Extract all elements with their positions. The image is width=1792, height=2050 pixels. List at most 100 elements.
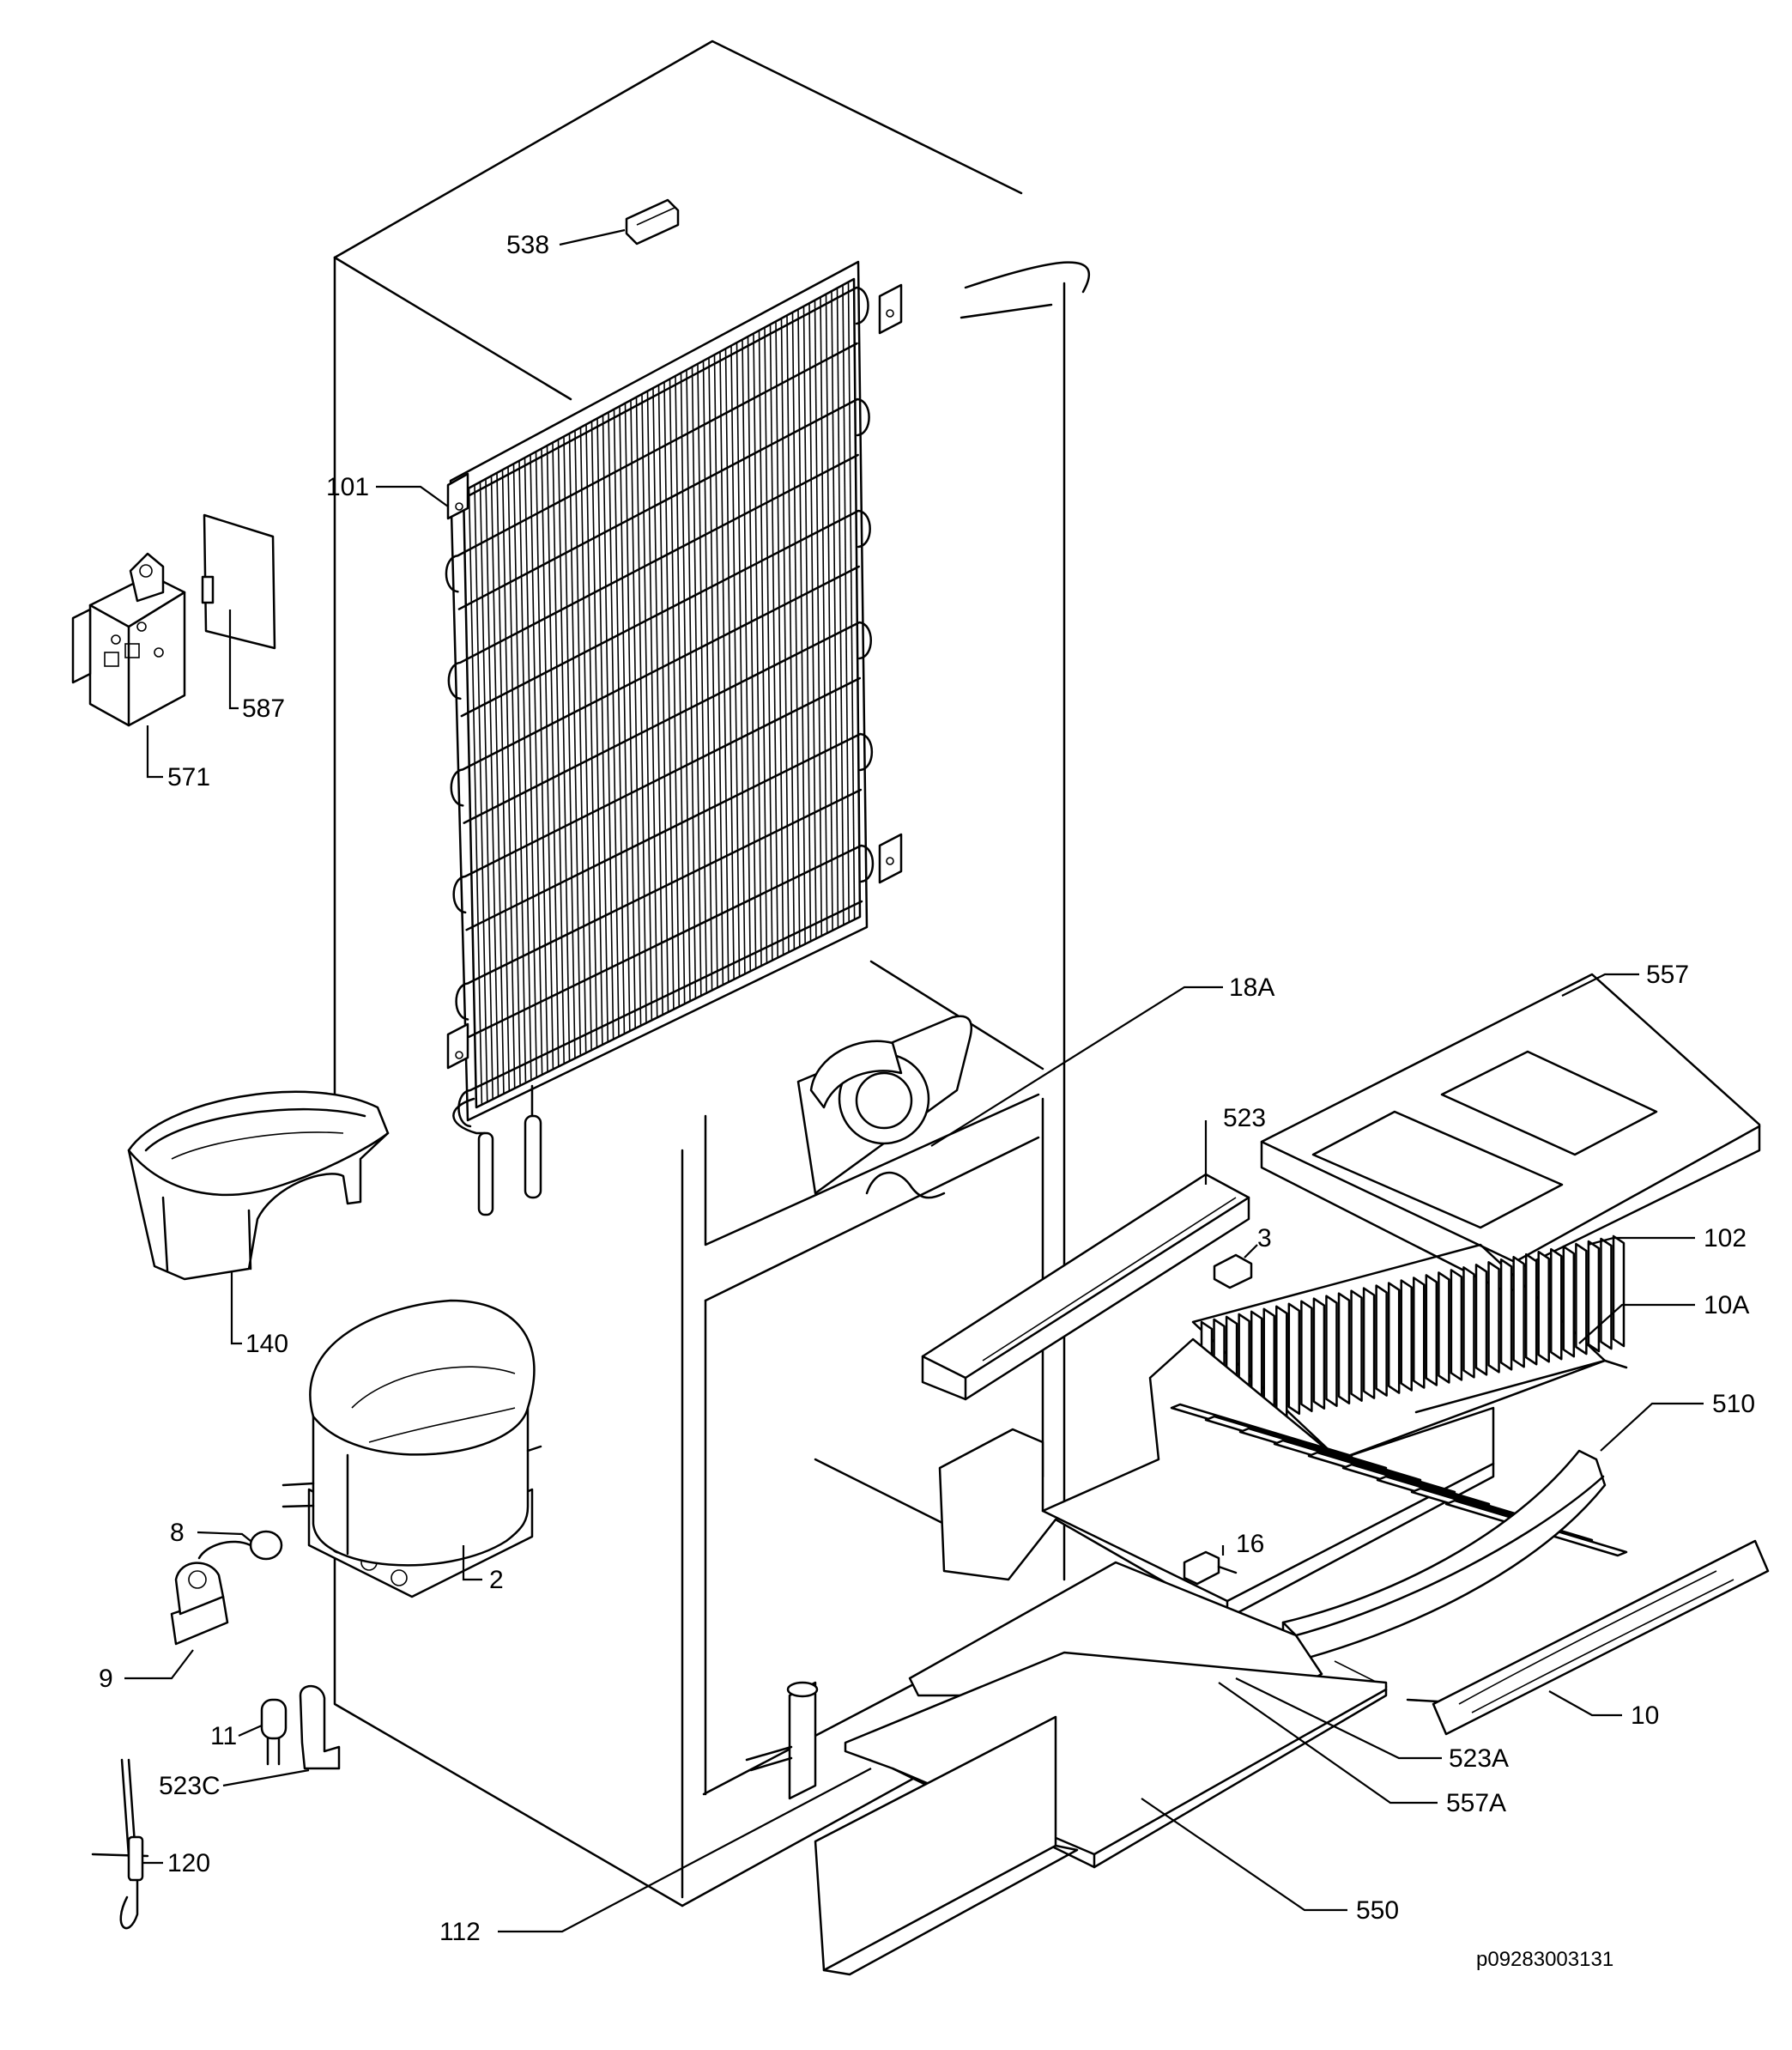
- condenser-loop: [460, 509, 871, 718]
- condenser-wire: [546, 446, 560, 1067]
- condenser-wire: [820, 297, 828, 934]
- evaporator-fin: [1550, 1247, 1563, 1361]
- evaporator-fin: [1337, 1292, 1351, 1404]
- evaporator-fin: [1499, 1259, 1513, 1371]
- condenser-wire: [691, 367, 702, 996]
- label-523: 523: [1223, 1104, 1266, 1132]
- condenser-wire: [652, 388, 663, 1016]
- condenser-loop: [463, 621, 872, 824]
- condenser-wire: [791, 312, 801, 947]
- label-523A: 523A: [1449, 1744, 1509, 1773]
- condenser-wire: [630, 400, 642, 1026]
- diagram-reference-code: p09283003131: [1476, 1948, 1613, 1971]
- wiring-card-587: [201, 513, 276, 650]
- condenser-wire: [596, 418, 609, 1042]
- condenser-wire: [512, 464, 527, 1083]
- condenser-wire: [485, 478, 499, 1097]
- label-16: 16: [1236, 1530, 1264, 1558]
- evaporator-fin: [1438, 1271, 1450, 1384]
- condenser-wire: [585, 424, 598, 1048]
- evaporator-fin: [1587, 1240, 1601, 1353]
- condenser-wire: [808, 303, 817, 939]
- sensor-16: [1183, 1550, 1238, 1586]
- condenser-wire: [708, 357, 718, 988]
- condenser-wire: [769, 324, 779, 958]
- condenser-wire: [736, 343, 746, 974]
- condenser-loop: [457, 397, 870, 610]
- condenser-wire: [574, 430, 587, 1053]
- condenser-loop: [450, 565, 860, 807]
- condenser-wire: [758, 330, 768, 963]
- condenser-wire: [507, 466, 521, 1086]
- condenser-wire: [836, 288, 845, 925]
- compressor-2: [282, 1299, 542, 1598]
- evaporator-fin: [1512, 1255, 1525, 1368]
- condenser-loop: [447, 453, 859, 701]
- heater-plate-10: [1406, 1539, 1770, 1736]
- label-10A: 10A: [1704, 1291, 1749, 1319]
- label-10: 10: [1631, 1701, 1659, 1730]
- label-557: 557: [1646, 961, 1689, 989]
- label-571: 571: [167, 763, 210, 791]
- drain-tube-112: [745, 1681, 819, 1800]
- label-120: 120: [167, 1849, 210, 1877]
- condenser-loop: [465, 732, 873, 931]
- label-9: 9: [99, 1665, 113, 1693]
- condenser-wire: [501, 470, 516, 1089]
- evaporator-fin: [1413, 1277, 1426, 1389]
- base-tray: [938, 1337, 1628, 1620]
- condenser-wire: [680, 373, 691, 1002]
- condenser-wire: [624, 403, 636, 1029]
- condenser-wire: [608, 412, 620, 1037]
- condenser-wire: [635, 397, 647, 1023]
- condenser-wire: [541, 448, 554, 1070]
- condenser-wire: [557, 439, 571, 1062]
- label-101: 101: [326, 473, 369, 501]
- label-102: 102: [1704, 1224, 1747, 1252]
- callout-labels: 538 101 587 571 140 8 2 9 11 523C 120 11…: [99, 231, 1755, 1946]
- condenser-wire: [730, 345, 741, 977]
- condenser-wire: [496, 472, 511, 1091]
- cabinet-outline: [333, 39, 1091, 1907]
- small-part-3: [1213, 1253, 1253, 1289]
- condenser-wire: [747, 337, 757, 969]
- bracket-523C: [299, 1684, 341, 1770]
- condenser-wire: [641, 394, 653, 1021]
- condenser-wire: [742, 339, 752, 972]
- leader-lines: [124, 228, 1704, 1933]
- evaporator-fin: [1387, 1282, 1401, 1394]
- condenser-wire: [814, 300, 823, 937]
- trim-bar-510: [1281, 1449, 1607, 1663]
- condenser-wire: [552, 442, 565, 1064]
- capacitor-11: [260, 1698, 288, 1766]
- evaporator-fin: [1275, 1305, 1288, 1418]
- heater-10A: [1414, 1359, 1628, 1414]
- condenser-wire: [663, 381, 675, 1010]
- condenser-wire: [842, 285, 851, 923]
- condenser-wire: [724, 349, 735, 980]
- condenser-wire: [479, 482, 493, 1100]
- condenser-wire: [719, 351, 730, 983]
- label-112: 112: [439, 1918, 481, 1946]
- label-11: 11: [210, 1722, 237, 1750]
- evaporator-fin: [1524, 1252, 1538, 1366]
- evaporator-fin: [1325, 1295, 1338, 1407]
- evaporator-fin: [1600, 1237, 1613, 1350]
- condenser-wire: [675, 375, 686, 1004]
- start-relay-9: [170, 1562, 229, 1646]
- clip-part-538: [625, 198, 680, 246]
- evaporator-fin: [1287, 1302, 1301, 1416]
- condenser-coil: [445, 260, 903, 1216]
- condenser-wire: [713, 355, 724, 986]
- condenser-loop: [468, 844, 875, 1038]
- condenser-wire: [786, 315, 796, 950]
- relay-box-571: [71, 552, 186, 727]
- label-557A: 557A: [1446, 1789, 1506, 1817]
- condenser-wire: [669, 379, 681, 1007]
- evaporator-fin: [1462, 1266, 1475, 1379]
- label-18A: 18A: [1229, 973, 1274, 1002]
- bottom-panel: [814, 1715, 1079, 1976]
- condenser-wire: [613, 409, 626, 1034]
- label-140: 140: [245, 1330, 288, 1358]
- fan-assembly-18A: [796, 1015, 973, 1199]
